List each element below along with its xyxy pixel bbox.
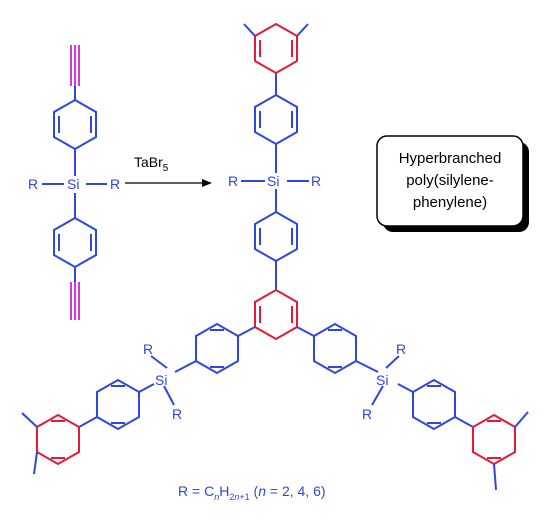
upper-phenylene-ring xyxy=(53,98,97,151)
right-si-r-down xyxy=(371,385,384,406)
right-outer-ring xyxy=(412,378,456,431)
polymer-upper-r-right: R xyxy=(311,173,321,189)
right-arm-ring xyxy=(313,322,357,375)
lower-phenylene-ring xyxy=(53,216,97,269)
polymer-upper-si-label: Si xyxy=(267,173,279,189)
callout-box xyxy=(376,135,524,227)
monomer-r-left: R xyxy=(28,176,38,192)
top-terminal-ring xyxy=(254,22,298,75)
monomer xyxy=(42,45,107,320)
polymer-left-r-top: R xyxy=(143,341,153,357)
central-core-ring xyxy=(254,288,298,341)
polymer-right-r-bottom: R xyxy=(362,406,372,422)
top-wavy-bonds xyxy=(243,23,309,37)
left-terminal-bond xyxy=(78,416,98,428)
left-outer-ring xyxy=(96,378,140,431)
polymer-name-callout: Hyperbranched poly(silylene- phenylene) xyxy=(376,135,529,232)
polymer-upper-r-left: R xyxy=(228,173,238,189)
right-wavy-up xyxy=(514,411,529,428)
bottom-ethynyl-group xyxy=(70,282,80,320)
left-si-r-up xyxy=(150,355,168,369)
polymer-right-r-top: R xyxy=(396,341,406,357)
polymer-middle-ring xyxy=(254,210,298,263)
polymer-upper-ring xyxy=(254,93,298,146)
left-terminal-ring xyxy=(36,413,80,466)
polymer-right-si-label: Si xyxy=(376,372,388,388)
right-arm-si-bond xyxy=(355,360,379,373)
core-right-bond xyxy=(296,326,315,337)
callout-line-2: poly(silylene- xyxy=(406,172,494,189)
polymer-left-si-label: Si xyxy=(155,372,167,388)
reaction-arrow xyxy=(125,179,212,187)
core-left-bond xyxy=(237,326,256,337)
left-si-ring-bond xyxy=(138,383,155,393)
polymer xyxy=(21,22,529,491)
left-arm-ring xyxy=(195,322,239,375)
right-terminal-ring xyxy=(472,413,516,466)
top-ethynyl-group xyxy=(70,45,80,86)
left-wavy-down xyxy=(33,451,38,475)
reagent-label: TaBr5 xyxy=(134,154,169,174)
monomer-si-label: Si xyxy=(67,176,79,192)
left-wavy-up xyxy=(21,412,38,428)
polymer-left-r-bottom: R xyxy=(172,406,182,422)
right-terminal-bond xyxy=(454,416,474,428)
left-si-r-down xyxy=(163,385,175,406)
right-wavy-down xyxy=(493,463,497,491)
callout-line-3: phenylene) xyxy=(413,194,487,211)
callout-line-1: Hyperbranched xyxy=(399,150,502,167)
r-group-definition: R = CnH2n+1 (n = 2, 4, 6) xyxy=(178,483,326,502)
monomer-r-right: R xyxy=(110,176,120,192)
right-si-r-up xyxy=(385,355,400,369)
left-arm-si-bond xyxy=(174,360,197,373)
right-si-ring-bond xyxy=(397,383,414,393)
